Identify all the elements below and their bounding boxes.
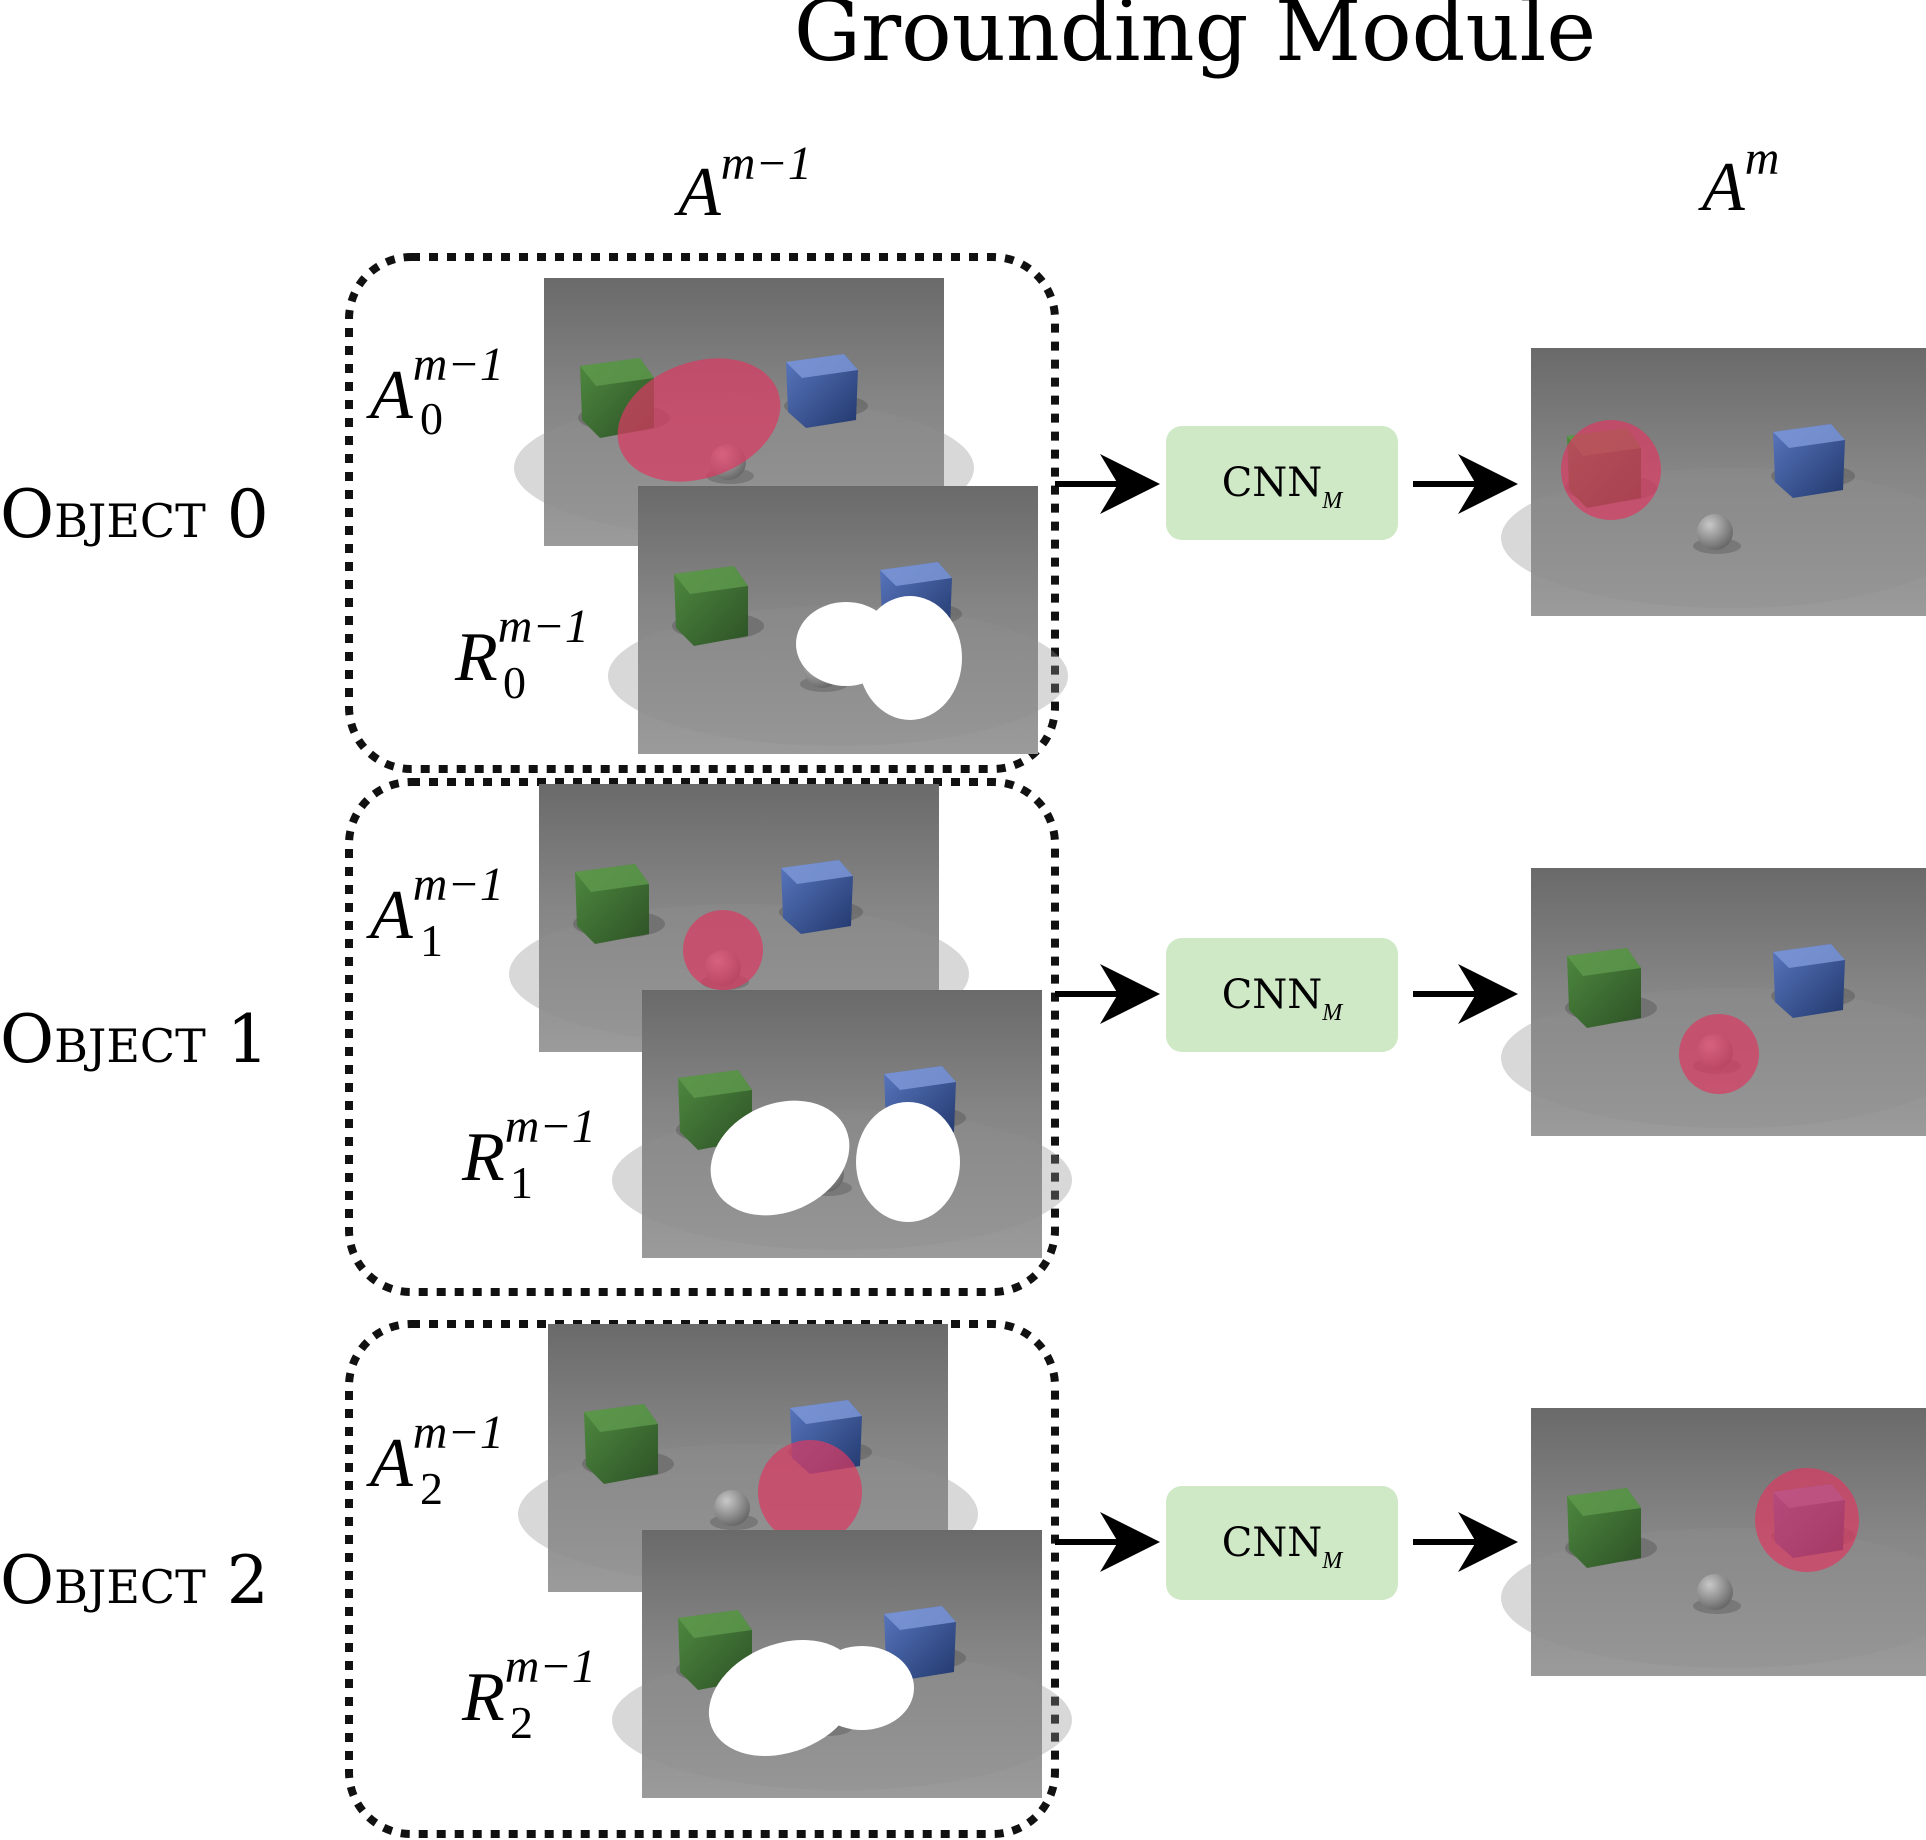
attention-sublabel-0: 0 (420, 393, 443, 444)
cnn-box-0 (1166, 426, 1398, 540)
attention-mask-0 (617, 358, 781, 482)
cnn-box-1 (1166, 938, 1398, 1052)
attention-label-0: Am−1 (366, 338, 504, 434)
attention-sublabel-2: 2 (420, 1463, 443, 1514)
object-row-0: Object 0 Am−1 0 Rm−1 0 CNNm (0, 253, 1926, 773)
residual-mask-1b (856, 1102, 960, 1222)
residual-sublabel-2: 2 (510, 1697, 533, 1748)
diagram-title: Grounding Module (794, 0, 1596, 80)
output-image-2 (1501, 1408, 1926, 1676)
residual-label-1: Rm−1 (461, 1100, 596, 1196)
residual-image-2 (612, 1530, 1072, 1798)
cnn-label-2: CNNm (1222, 1520, 1345, 1576)
input-group-border-1 (345, 778, 1059, 1296)
attention-sublabel-1: 1 (420, 915, 443, 966)
input-header-base: A (674, 154, 721, 231)
residual-sublabel-1: 1 (510, 1157, 533, 1208)
attention-image-2 (518, 1324, 978, 1592)
output-column-header: Am (1698, 132, 1779, 226)
output-header-sup: m (1745, 132, 1780, 185)
attention-label-1: Am−1 (366, 858, 504, 954)
output-image-0 (1501, 348, 1926, 616)
attention-image-1 (509, 784, 969, 1052)
attention-mask-2 (758, 1440, 862, 1544)
cnn-box-2 (1166, 1486, 1398, 1600)
output-mask-2 (1755, 1468, 1859, 1572)
residual-mask-1a (710, 1100, 850, 1216)
attention-mask-1 (683, 910, 763, 990)
output-header-base: A (1698, 149, 1745, 226)
residual-image-0 (608, 486, 1068, 754)
object-row-2: Object 2 Am−1 2 Rm−1 2 CNNm (0, 1320, 1926, 1838)
output-mask-1 (1679, 1014, 1759, 1094)
object-row-1: Object 1 Am−1 1 Rm−1 1 CNNm (0, 778, 1926, 1296)
object-label-1: Object 1 (0, 1001, 269, 1078)
input-column-header: Am−1 (674, 137, 812, 231)
output-image-1 (1501, 868, 1926, 1136)
residual-label-2: Rm−1 (461, 1640, 596, 1736)
cnn-label-0: CNNm (1222, 460, 1345, 516)
output-mask-0 (1561, 420, 1661, 520)
object-label-2: Object 2 (0, 1542, 269, 1619)
residual-sublabel-0: 0 (503, 657, 526, 708)
residual-mask-0b (858, 596, 962, 720)
input-header-sup: m−1 (721, 137, 812, 190)
attention-image-0 (514, 278, 974, 546)
residual-label-0: Rm−1 (454, 600, 589, 696)
object-label-0: Object 0 (0, 476, 269, 553)
input-group-border-0 (345, 253, 1059, 773)
residual-image-1 (612, 990, 1072, 1258)
cnn-label-1: CNNm (1222, 972, 1345, 1028)
attention-label-2: Am−1 (366, 1406, 504, 1502)
residual-mask-2b (810, 1646, 914, 1730)
